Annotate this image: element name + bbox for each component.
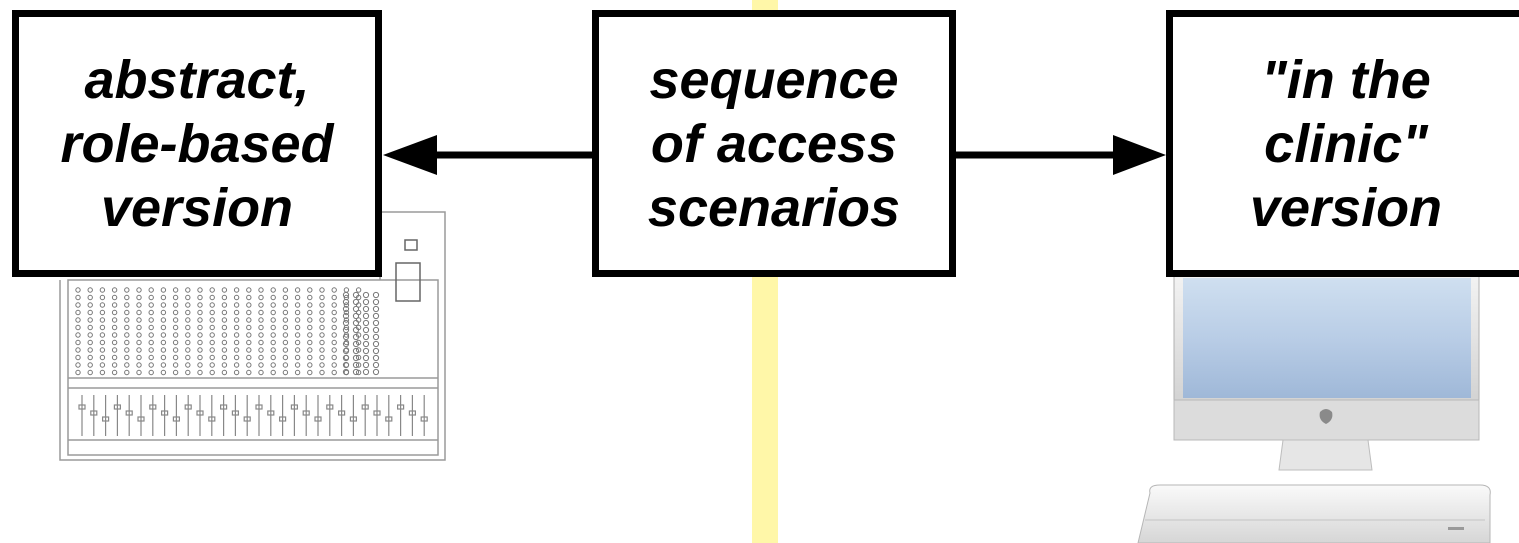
abstract-role-based-version-box: abstract, role-based version xyxy=(12,10,382,277)
box-label: abstract, role-based version xyxy=(60,49,334,238)
arrow-to-right-box xyxy=(956,135,1166,175)
access-scenarios-box: sequence of access scenarios xyxy=(592,10,956,277)
audio-mixing-console-icon xyxy=(59,211,446,461)
box-label: "in the clinic" version xyxy=(1249,49,1443,238)
arrow-to-left-box xyxy=(383,135,592,175)
imac-computer-icon xyxy=(1173,269,1480,471)
mac-mini-icon xyxy=(1137,484,1491,543)
box-label: sequence of access scenarios xyxy=(647,49,901,238)
in-the-clinic-version-box: "in the clinic" version xyxy=(1166,10,1519,277)
